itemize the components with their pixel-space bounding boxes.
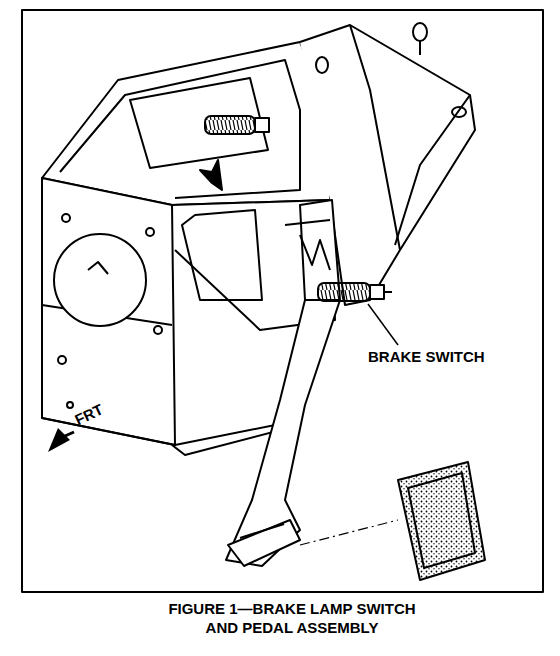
figure-caption: FIGURE 1—BRAKE LAMP SWITCH AND PEDAL ASS…	[157, 600, 428, 638]
part-label: BRAKE SWITCH	[368, 348, 485, 367]
frame-border	[22, 10, 543, 592]
leader-line	[368, 304, 398, 345]
